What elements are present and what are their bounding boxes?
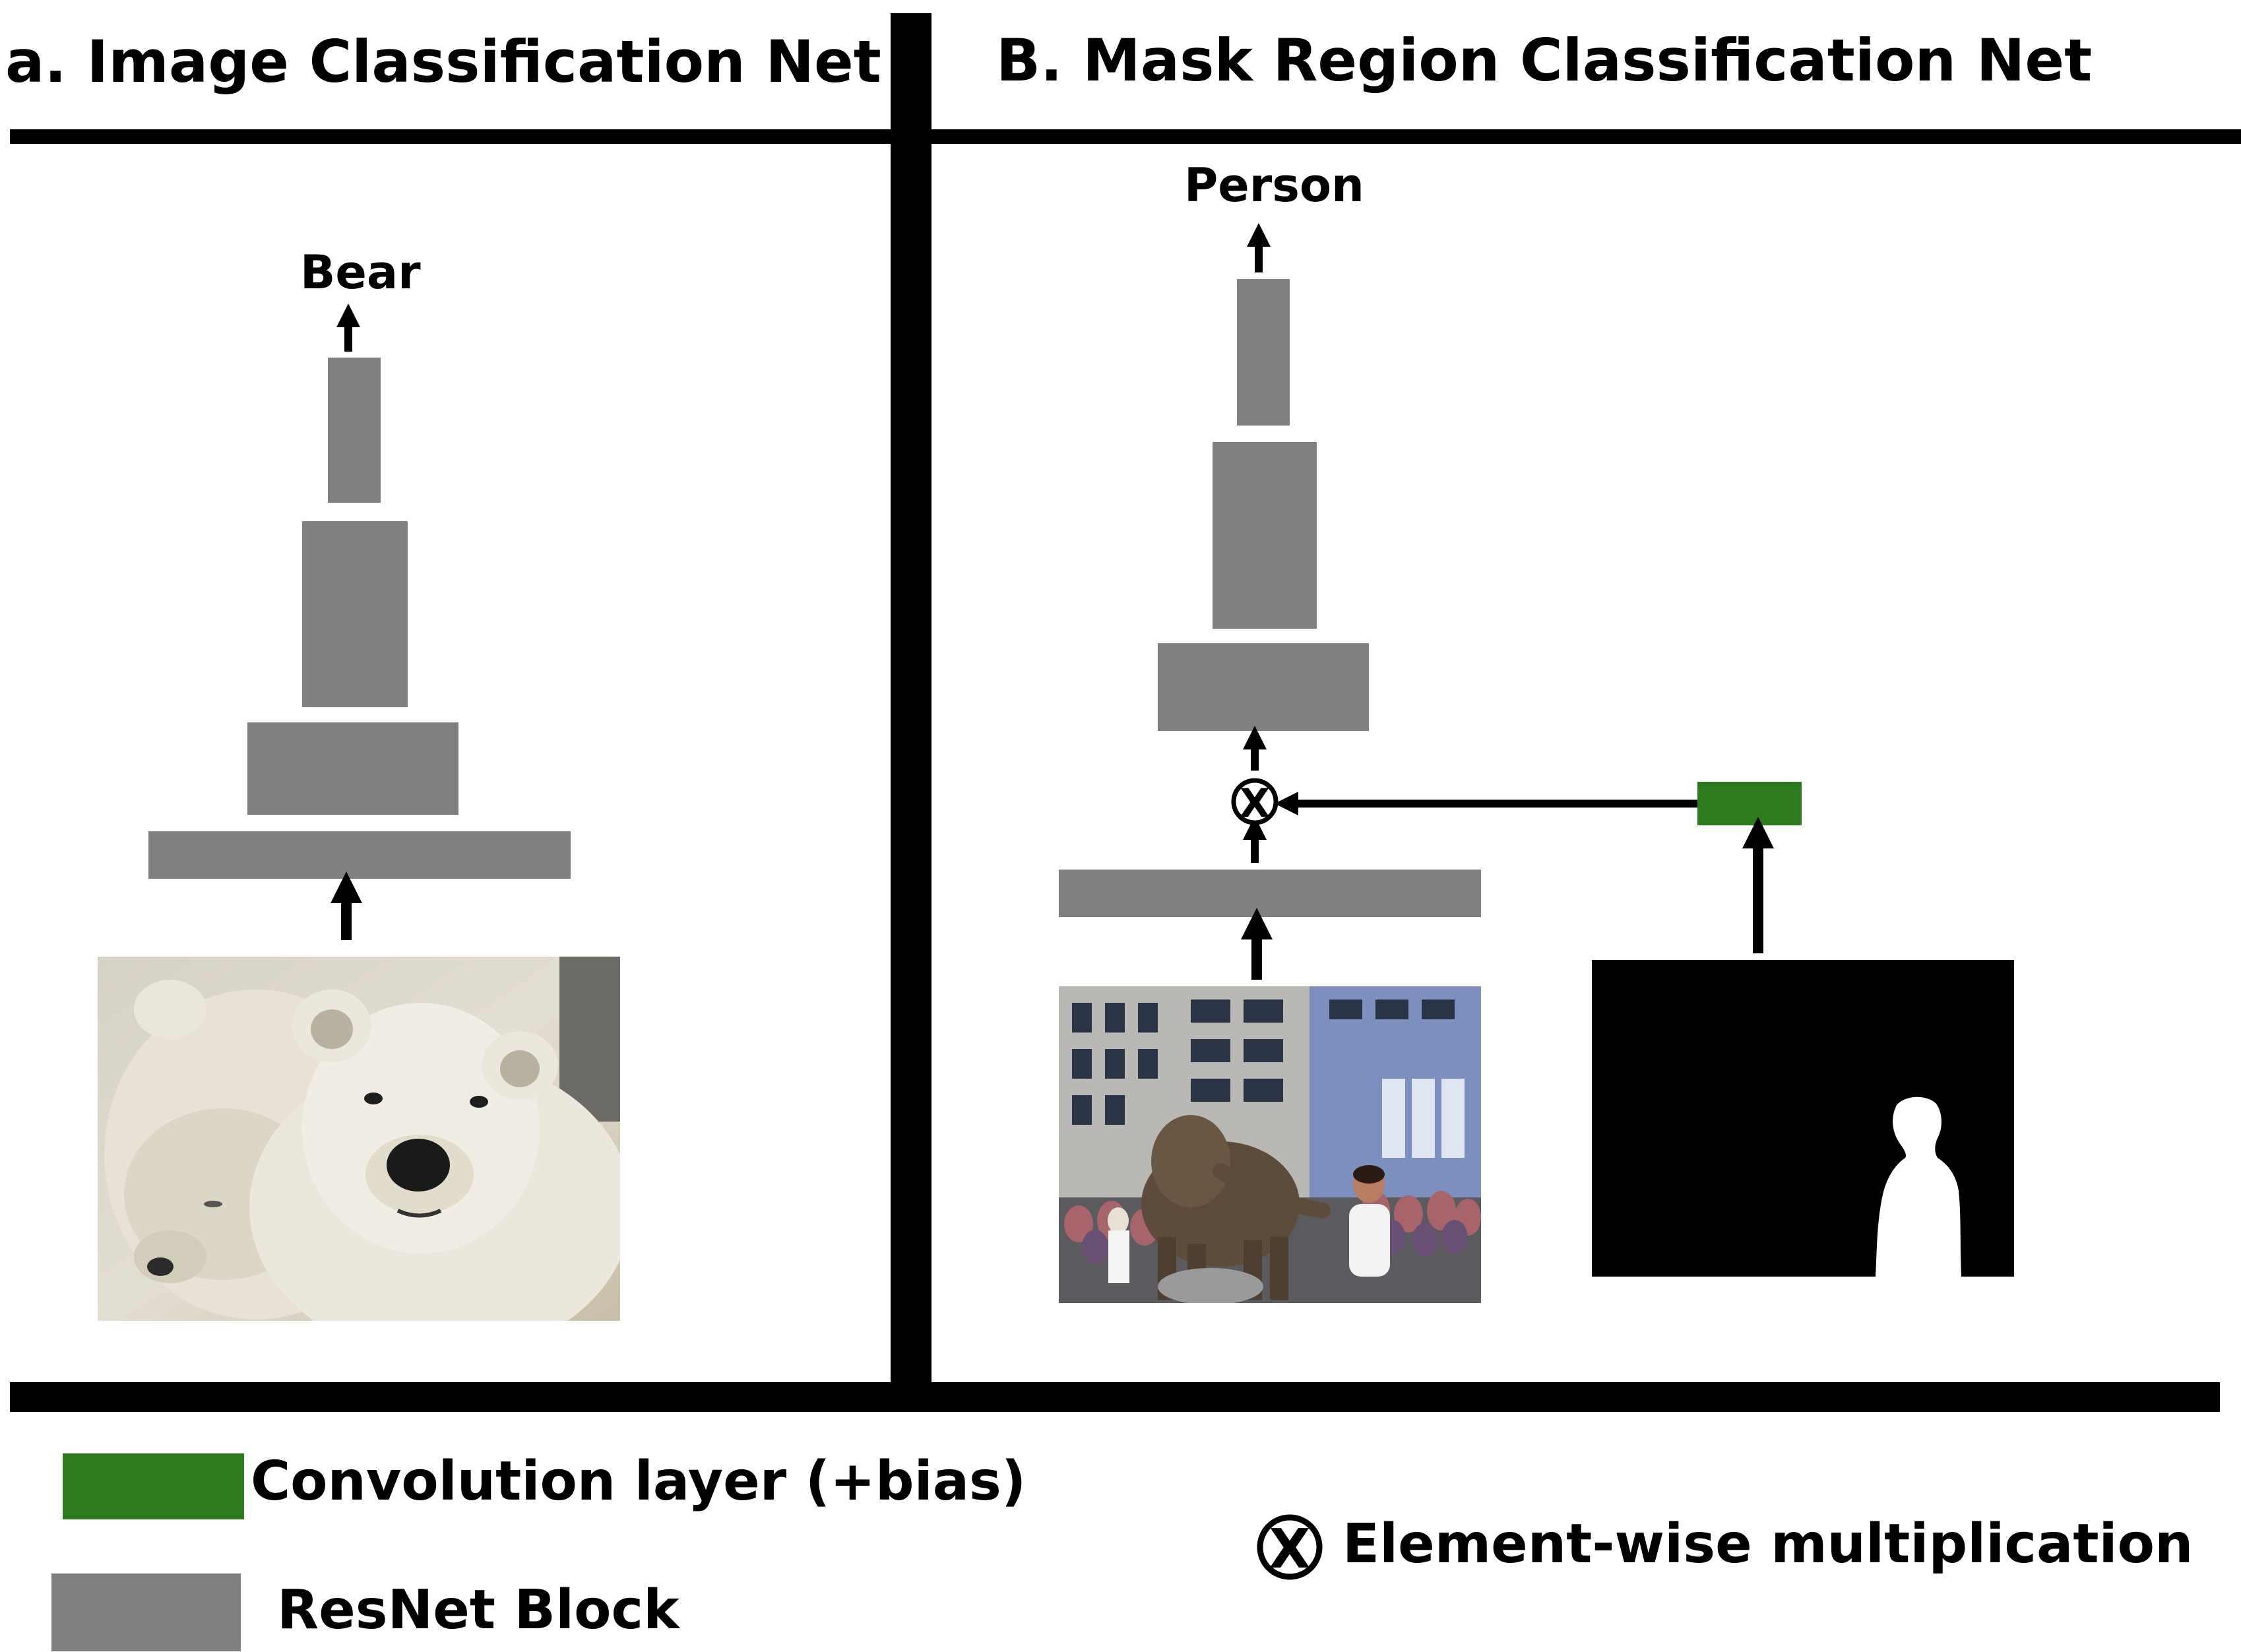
panel-a-title: a. Image Classification Net bbox=[5, 28, 881, 96]
legend-resnet-label: ResNet Block bbox=[277, 1579, 679, 1641]
panel-b-output-label: Person bbox=[1184, 158, 1364, 212]
panel-a-resnet-block-3 bbox=[302, 521, 408, 707]
panel-a-resnet-block-2 bbox=[247, 722, 458, 815]
panel-a-resnet-block-1 bbox=[148, 831, 571, 879]
panel-b-resnet-block-3 bbox=[1213, 442, 1317, 629]
legend-conv-label: Convolution layer (+bias) bbox=[251, 1450, 1026, 1513]
panel-a-header-line bbox=[10, 129, 897, 144]
panel-b-resnet-block-1 bbox=[1059, 870, 1481, 917]
multiply-node-icon bbox=[1231, 778, 1278, 825]
panel-a-output-label: Bear bbox=[300, 245, 421, 300]
panel-b-conv-layer bbox=[1697, 782, 1802, 825]
legend-multiply-symbol: X bbox=[1269, 1518, 1310, 1581]
legend-resnet-swatch bbox=[51, 1573, 241, 1651]
legend-multiply-label: Element-wise multiplication bbox=[1342, 1513, 2194, 1575]
vertical-divider bbox=[891, 13, 931, 1385]
panel-b-resnet-block-4 bbox=[1237, 279, 1290, 426]
panel-b-input-image bbox=[1059, 986, 1481, 1303]
panel-b-header-line bbox=[930, 129, 2241, 144]
panel-a-input-image bbox=[98, 957, 620, 1321]
legend-divider bbox=[10, 1382, 2220, 1412]
panel-b-resnet-block-2 bbox=[1158, 643, 1369, 731]
panel-b-mask-image bbox=[1592, 960, 2014, 1277]
legend-multiply-icon bbox=[1257, 1514, 1323, 1580]
legend-conv-swatch bbox=[63, 1453, 244, 1519]
multiply-node-symbol: X bbox=[1240, 780, 1270, 827]
panel-b-title: B. Mask Region Classification Net bbox=[996, 26, 2093, 94]
panel-a-resnet-block-4 bbox=[328, 358, 381, 503]
